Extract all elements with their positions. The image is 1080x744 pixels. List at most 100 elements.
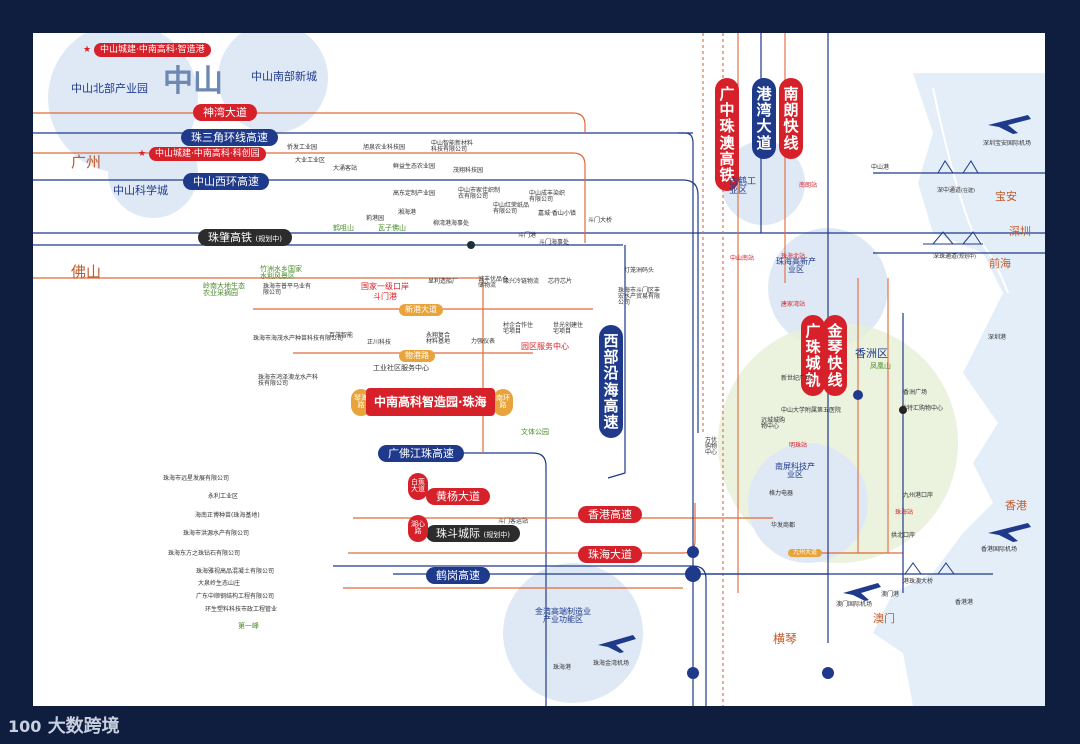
xianghai: 柳湾港海事处 [433, 220, 470, 227]
hk: 香港 [1005, 499, 1027, 512]
huangyang-road: 黄杨大道 [426, 488, 490, 505]
xiangzhou-square: 香洲广场 [903, 389, 928, 396]
baijiao-road: 白蕉大道 [408, 473, 428, 500]
qiaofa: 侨发工业园 [287, 144, 318, 151]
nanping: 南屏科技产业区 [775, 462, 815, 479]
airplane-icon [988, 523, 1031, 542]
port-label: 国家一级口岸斗门港 [361, 282, 409, 301]
zhuzhao-rail: 珠肇高铁 (规划中) [198, 229, 292, 246]
zhongshan-yinfeng: 中山红荣纸品有限公司 [493, 202, 530, 215]
shenzhen: 深圳 [1009, 225, 1031, 238]
xinxiang: 新世纪广场 [781, 375, 812, 382]
doumen-haishi: 斗门海事处 [539, 239, 570, 246]
zs-port: 中山港 [871, 164, 890, 171]
qianhai: 前海 [989, 257, 1011, 270]
airplane-icon [843, 583, 881, 601]
nangang-road: 南环路 [493, 389, 513, 416]
lixin: 力强仪表 [471, 338, 496, 345]
airplane-icon [988, 115, 1031, 134]
gz-label: 广州 [71, 153, 102, 171]
sz-airport: 深圳宝安国际机场 [983, 140, 1032, 147]
gongye-service: 工业社区服务中心 [373, 364, 429, 372]
company-5: 珠海东方之珠钻石有限公司 [168, 550, 241, 557]
zhuhai-port: 珠海港 [553, 664, 572, 671]
shiguang: 世光创建住宅项目 [553, 322, 584, 335]
pingsheng: 珠海市普平马业有限公司 [263, 283, 312, 296]
jinwan: 金湾高端制造业产业功能区 [535, 607, 591, 624]
company-4: 珠海市洪源水产有限公司 [183, 530, 250, 537]
zs-north: 中山北部产业园 [71, 82, 148, 95]
zs-south-st: 中山南站 [730, 255, 755, 262]
company-6: 珠海雅视高品混凝土有限公司 [196, 568, 275, 575]
nanlang-st: 南朗站 [799, 182, 818, 189]
zs-title: 中山 [163, 64, 223, 99]
shekou: 深圳港 [988, 334, 1007, 341]
macao-airport: 澳门国际机场 [836, 601, 873, 608]
dengxiang: 灯笼洲码头 [624, 267, 655, 274]
map-canvas: 中山 中山北部产业园 中山南部新城 中山科学城 广州 佛山 香洲区 横琴 宝安 … [33, 33, 1045, 706]
jiaxing: 嘉城·香山小镇 [538, 210, 576, 217]
star-icon: ★ [83, 45, 92, 55]
geli: 格力电器 [769, 490, 794, 497]
jiuzhou: 九州港口岸 [903, 492, 934, 499]
baoan: 宝安 [995, 190, 1017, 203]
company-1: 珠海市远星发展有限公司 [163, 475, 230, 482]
zhongshan-jiazhou: 中山市家佳织制衣有限公司 [458, 187, 501, 200]
shenzhu: 深珠通道(规划中) [933, 253, 976, 260]
gzao-bridge: 港珠澳大桥 [903, 578, 934, 585]
sea [873, 73, 1045, 706]
zs-science: 中山科学城 [113, 184, 168, 197]
diyi: 第一峰 [238, 622, 259, 630]
service-label: 园区服务中心 [521, 342, 569, 351]
xingang-road: 新港大道 [399, 304, 443, 316]
zhuzhou: 竹洲水乡国家水利风景区 [260, 265, 302, 280]
company-3: 海南正博种苗(珠海基地) [195, 512, 260, 519]
macao-port: 澳门港 [881, 591, 900, 598]
xiangzhou: 香洲区 [855, 347, 888, 360]
jiangchuan: 旭泉农业科技园 [363, 144, 406, 151]
zh-ave-road: 珠海大道 [578, 546, 642, 563]
doumen-bus: 斗门客运站 [498, 518, 529, 525]
zhongshan-hosp: 中山大学附属第五医院 [781, 407, 842, 414]
badge-2: ★ 中山城建·中南高科·科创园 [138, 147, 266, 161]
wenti: 文体公园 [521, 428, 549, 436]
zhongshan-smart: 中山智能新材料科技有限公司 [431, 140, 474, 153]
dayi: 大业工业区 [295, 157, 326, 164]
zsj-ring-road: 珠三角环线高速 [181, 129, 278, 146]
haimao: 珠海市海茂水产种苗科技有限公司 [253, 335, 344, 342]
zh-north-st: 珠海北站 [781, 253, 806, 260]
hk-port: 香港港 [955, 599, 974, 606]
zhuhai-station: 珠海站 [895, 509, 914, 516]
fs-label: 佛山 [71, 263, 102, 281]
map-graphics [33, 33, 1045, 706]
jinqin-road: 金琴快线 [823, 315, 847, 396]
doumen-port: 斗门港 [518, 232, 537, 239]
guangzhu-rail: 广珠城轨 [801, 315, 825, 396]
hengqin: 横琴 [773, 632, 798, 646]
jinwan-airport: 珠海金湾机场 [593, 660, 630, 667]
park-label: 中南高科智造园·珠海 [366, 388, 495, 416]
nanping-area [748, 443, 868, 563]
tangjia-st: 唐家湾站 [781, 301, 806, 308]
gongbei: 拱北口岸 [891, 532, 916, 539]
xiangkou: 湘海港 [398, 209, 417, 216]
maoxiang: 茂翔科技园 [453, 167, 484, 174]
zhongshan-chengmu: 中山成丰染织有限公司 [529, 190, 566, 203]
hk-road: 香港高速 [578, 506, 642, 523]
jiuzhou-road: 九州大道 [788, 549, 823, 557]
dayong: 大涌客站 [333, 165, 358, 172]
fenghuang: 凤凰山 [870, 362, 891, 370]
zhengchuan: 正川科技 [367, 339, 392, 346]
company-9: 环生塑料科技市政工程管业 [205, 606, 278, 613]
doumen-bridge: 斗门大桥 [588, 217, 613, 224]
mingzhu-st: 明珠站 [789, 442, 808, 449]
zhudou-rail: 珠斗城际 (规划中) [426, 525, 520, 542]
guhe-area [721, 141, 805, 225]
yongxiang: 永翔复合材料基地 [426, 332, 451, 345]
youte: 优特汇购物中心 [901, 405, 944, 412]
gongdong: 高东定制产业园 [393, 190, 436, 197]
tianyi: 鲜益生态农业园 [393, 163, 436, 170]
zs-south: 中山南部新城 [251, 70, 317, 83]
cunqi: 村企合作住宅项目 [503, 322, 534, 335]
ligang: 莉港园 [366, 215, 385, 222]
